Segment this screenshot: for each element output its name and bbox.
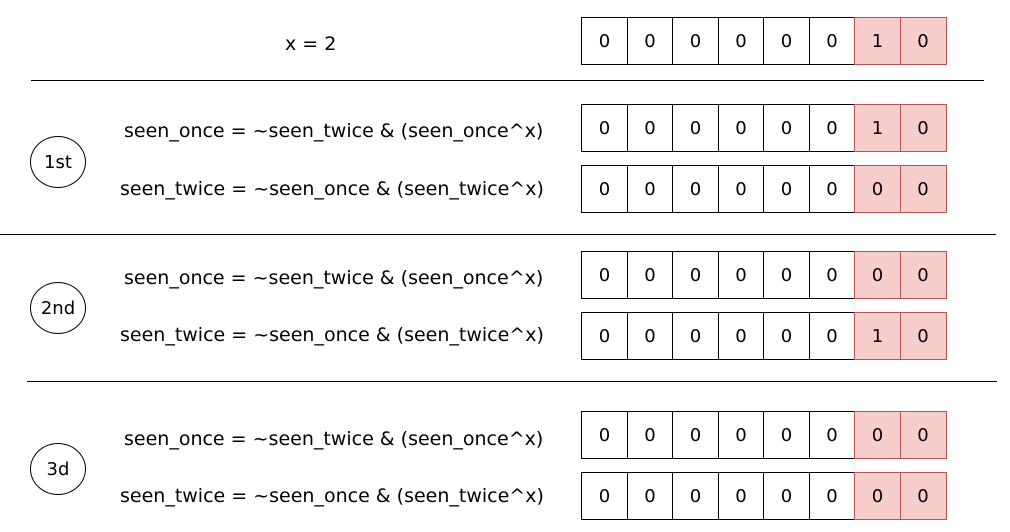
bit-cell-highlight: 0 [854,251,901,299]
separator-line [31,80,984,81]
bit-cell: 0 [808,251,856,299]
bit-cell: 0 [672,104,719,152]
seen-twice-formula: seen_twice = ~seen_once & (seen_twice^x) [120,178,544,200]
bit-cell: 0 [808,411,856,459]
separator-line [27,381,997,382]
x-value-label: x = 2 [285,33,337,55]
bit-cell: 0 [626,165,674,213]
bit-cell-highlight: 0 [899,472,947,520]
bit-cell-highlight: 0 [899,165,947,213]
step-badge-1st: 1st [30,136,86,188]
bit-cell: 0 [763,17,810,65]
bit-cell-highlight: 0 [854,411,901,459]
bit-cell-highlight: 0 [854,165,901,213]
bit-cell: 0 [672,165,719,213]
bit-cell: 0 [808,312,856,360]
seen-twice-bit-row: 0 0 0 0 0 0 0 0 [581,165,947,213]
bit-cell: 0 [581,104,628,152]
bit-cell: 0 [717,251,765,299]
bit-cell: 0 [581,472,628,520]
x-bit-row: 0 0 0 0 0 0 1 0 [581,17,947,65]
seen-twice-bit-row: 0 0 0 0 0 0 0 0 [581,472,947,520]
seen-once-bit-row: 0 0 0 0 0 0 0 0 [581,251,947,299]
bit-cell: 0 [763,165,810,213]
bit-cell: 0 [626,17,674,65]
bit-cell: 0 [581,411,628,459]
bit-cell-highlight: 0 [899,251,947,299]
bit-cell: 0 [763,312,810,360]
bit-cell: 0 [581,251,628,299]
seen-once-bit-row: 0 0 0 0 0 0 1 0 [581,104,947,152]
bit-cell-highlight: 0 [899,411,947,459]
step-badge-3d: 3d [30,443,86,495]
seen-twice-formula: seen_twice = ~seen_once & (seen_twice^x) [120,485,544,507]
bit-cell: 0 [626,312,674,360]
bit-cell: 0 [717,472,765,520]
bit-cell: 0 [717,312,765,360]
step-badge-2nd: 2nd [30,282,86,334]
bit-cell: 0 [717,165,765,213]
seen-twice-formula: seen_twice = ~seen_once & (seen_twice^x) [120,324,544,346]
bit-cell: 0 [808,472,856,520]
bit-cell: 0 [581,165,628,213]
bit-cell-highlight: 1 [854,17,901,65]
bit-cell: 0 [717,17,765,65]
bit-cell: 0 [763,472,810,520]
bit-cell: 0 [717,411,765,459]
bit-cell: 0 [808,104,856,152]
bit-cell-highlight: 1 [854,312,901,360]
bit-cell: 0 [672,411,719,459]
bit-cell-highlight: 0 [854,472,901,520]
seen-once-formula: seen_once = ~seen_twice & (seen_once^x) [124,428,544,450]
bit-cell: 0 [626,251,674,299]
bit-cell: 0 [626,411,674,459]
bit-cell: 0 [581,312,628,360]
bit-cell: 0 [672,17,719,65]
bit-cell-highlight: 0 [899,17,947,65]
bit-cell: 0 [672,251,719,299]
bit-cell: 0 [717,104,765,152]
bit-cell-highlight: 0 [899,312,947,360]
seen-once-formula: seen_once = ~seen_twice & (seen_once^x) [124,120,544,142]
separator-line [0,234,996,235]
bit-cell-highlight: 1 [854,104,901,152]
seen-twice-bit-row: 0 0 0 0 0 0 1 0 [581,312,947,360]
seen-once-bit-row: 0 0 0 0 0 0 0 0 [581,411,947,459]
bit-cell-highlight: 0 [899,104,947,152]
bit-cell: 0 [763,251,810,299]
seen-once-formula: seen_once = ~seen_twice & (seen_once^x) [124,267,544,289]
bit-cell: 0 [626,104,674,152]
bit-cell: 0 [672,472,719,520]
bit-cell: 0 [581,17,628,65]
bit-cell: 0 [763,411,810,459]
bit-cell: 0 [672,312,719,360]
bit-cell: 0 [626,472,674,520]
bit-cell: 0 [808,17,856,65]
bit-cell: 0 [763,104,810,152]
bit-cell: 0 [808,165,856,213]
